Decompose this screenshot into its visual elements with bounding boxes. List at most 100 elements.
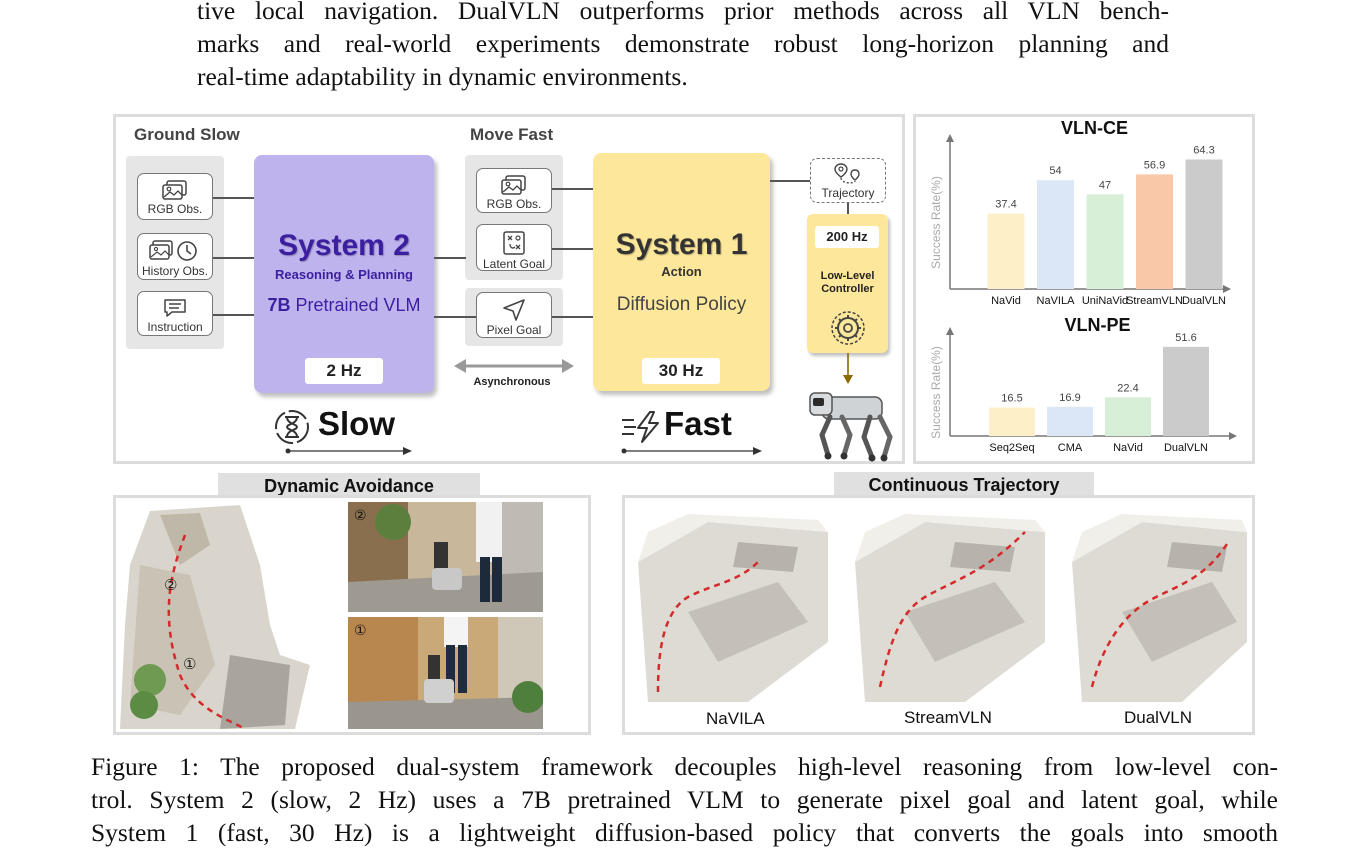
caption-line-1: Figure 1: The proposed dual-system frame… — [91, 752, 1278, 781]
system2-block: System 2 Reasoning & Planning 7B Pretrai… — [254, 155, 434, 393]
chart2-bar-2 — [1047, 406, 1093, 436]
chart1-value-label-3: 47 — [1099, 179, 1111, 191]
chart1-ylabel: Success Rate(%) — [929, 176, 943, 269]
chart2-title: VLN-PE — [1064, 315, 1130, 335]
continuous-trajectory-title: Continuous Trajectory — [834, 472, 1094, 498]
connector-rgb-s1 — [552, 188, 593, 190]
history-obs-label: History Obs. — [141, 264, 208, 278]
move-fast-header: Move Fast — [470, 125, 554, 144]
image-icon — [501, 175, 526, 195]
chart1-bar-4 — [1136, 174, 1173, 289]
system1-block: System 1 Action Diffusion Policy 30 Hz — [593, 153, 770, 391]
connector-rgb — [213, 197, 255, 199]
chart1-y-arrowhead — [946, 134, 954, 142]
trajectory-label-dualvln: DualVLN — [1124, 708, 1193, 727]
chart2-value-label-1: 16.5 — [1001, 393, 1022, 405]
system1-hz: 30 Hz — [642, 358, 720, 384]
chart1-bar-2 — [1037, 180, 1074, 289]
rgb-obs-input: RGB Obs. — [137, 173, 213, 220]
chart1-value-label-5: 64.3 — [1193, 144, 1214, 156]
connector-trajectory-controller — [847, 203, 849, 214]
system2-model: 7B Pretrained VLM — [254, 295, 434, 316]
connector-latent-s1 — [552, 248, 593, 250]
latent-goal-icon — [503, 231, 525, 255]
chart1-bar-5 — [1185, 159, 1223, 289]
chat-icon — [164, 299, 186, 317]
caption-line-2: trol. System 2 (slow, 2 Hz) uses a 7B pr… — [91, 785, 1278, 814]
chart2-bar-1 — [989, 407, 1035, 436]
history-icon — [149, 240, 197, 261]
chart2-bar-4 — [1163, 346, 1209, 436]
chart2-ylabel: Success Rate(%) — [929, 346, 943, 439]
instruction-label: Instruction — [147, 320, 203, 334]
trajectory-label: Trajectory — [821, 186, 875, 200]
controller-label-line1: Low-Level — [820, 270, 875, 282]
system1-subtitle: Action — [661, 264, 702, 279]
pixel-goal-input: Pixel Goal — [476, 292, 552, 338]
chart1-x-arrowhead — [1223, 285, 1231, 293]
chart1-title: VLN-CE — [1061, 118, 1128, 138]
latent-goal-label: Latent Goal — [482, 257, 546, 271]
intro-line-3: real-time adaptability in dynamic enviro… — [197, 62, 688, 91]
chart1-bar-1 — [987, 213, 1025, 289]
connector-pixel-s1 — [552, 316, 593, 318]
chart2-bar-3 — [1105, 397, 1151, 436]
trajectory-label-streamvln: StreamVLN — [904, 708, 992, 727]
history-obs-input: History Obs. — [137, 233, 213, 280]
chart2-value-label-2: 16.9 — [1059, 392, 1080, 404]
dynamic-avoidance-title: Dynamic Avoidance — [218, 473, 480, 499]
chart2-category-label-2: CMA — [1058, 442, 1083, 454]
connector-s2-pixel — [434, 316, 476, 318]
controller-hz: 200 Hz — [815, 226, 879, 248]
asynchronous-arrow — [454, 359, 574, 373]
trajectory-scene-streamvln — [855, 514, 1045, 702]
ground-slow-header: Ground Slow — [134, 125, 240, 144]
fast-label: Fast — [664, 405, 732, 442]
slow-label: Slow — [318, 405, 396, 442]
lightning-speed-icon — [622, 411, 659, 443]
intro-line-1: tive local navigation. DualVLN outperfor… — [197, 0, 1169, 25]
trajectory-label-navila: NaVILA — [706, 709, 765, 728]
chart1-value-label-4: 56.9 — [1144, 159, 1165, 171]
chart2-category-label-4: DualVLN — [1164, 442, 1208, 454]
latent-goal-input: Latent Goal — [476, 224, 552, 271]
avoidance-marker-1: ① — [183, 655, 196, 673]
gear-icon — [831, 311, 865, 345]
image-icon — [162, 180, 187, 200]
system2-model-size: 7B — [267, 295, 291, 315]
connector-s1-trajectory — [770, 180, 810, 182]
intro-line-2: marks and real-world experiments demonst… — [197, 29, 1169, 58]
rgb-obs-label-2: RGB Obs. — [486, 197, 542, 211]
chart2-value-label-4: 51.6 — [1175, 332, 1196, 344]
system1-model: Diffusion Policy — [616, 294, 747, 315]
controller-output-arrow — [843, 353, 853, 384]
slow-arrow — [285, 447, 412, 455]
asynchronous-label: Asynchronous — [473, 376, 551, 388]
chart2-value-label-3: 22.4 — [1117, 382, 1138, 394]
system2-hz: 2 Hz — [305, 358, 383, 384]
chart2-category-label-3: NaVid — [1113, 442, 1143, 454]
chart2-x-arrowhead — [1229, 432, 1237, 440]
chart1-category-label-5: DualVLN — [1182, 295, 1226, 307]
hourglass-icon — [275, 410, 309, 444]
chart1-category-label-1: NaVid — [991, 295, 1021, 307]
avoidance-marker-2: ② — [164, 576, 177, 594]
fast-arrow — [621, 447, 762, 455]
photo-marker-2: ② — [354, 508, 367, 524]
trajectory-box: Trajectory — [810, 158, 886, 203]
rgb-obs-input-2: RGB Obs. — [476, 168, 552, 213]
instruction-input: Instruction — [137, 291, 213, 336]
controller-label-line2: Controller — [821, 283, 874, 295]
system2-subtitle: Reasoning & Planning — [275, 267, 413, 282]
trajectory-scene-dualvln — [1072, 514, 1247, 702]
pixel-goal-label: Pixel Goal — [486, 323, 542, 337]
avoidance-pointcloud-image: ② ① — [120, 505, 310, 729]
chart1-category-label-2: NaVILA — [1037, 295, 1076, 307]
chart1-value-label-2: 54 — [1049, 165, 1061, 177]
system2-title: System 2 — [278, 229, 410, 262]
system2-model-name: Pretrained VLM — [290, 295, 421, 315]
chart1-category-label-3: UniNaVid — [1082, 295, 1128, 307]
route-pin-icon — [834, 163, 860, 184]
